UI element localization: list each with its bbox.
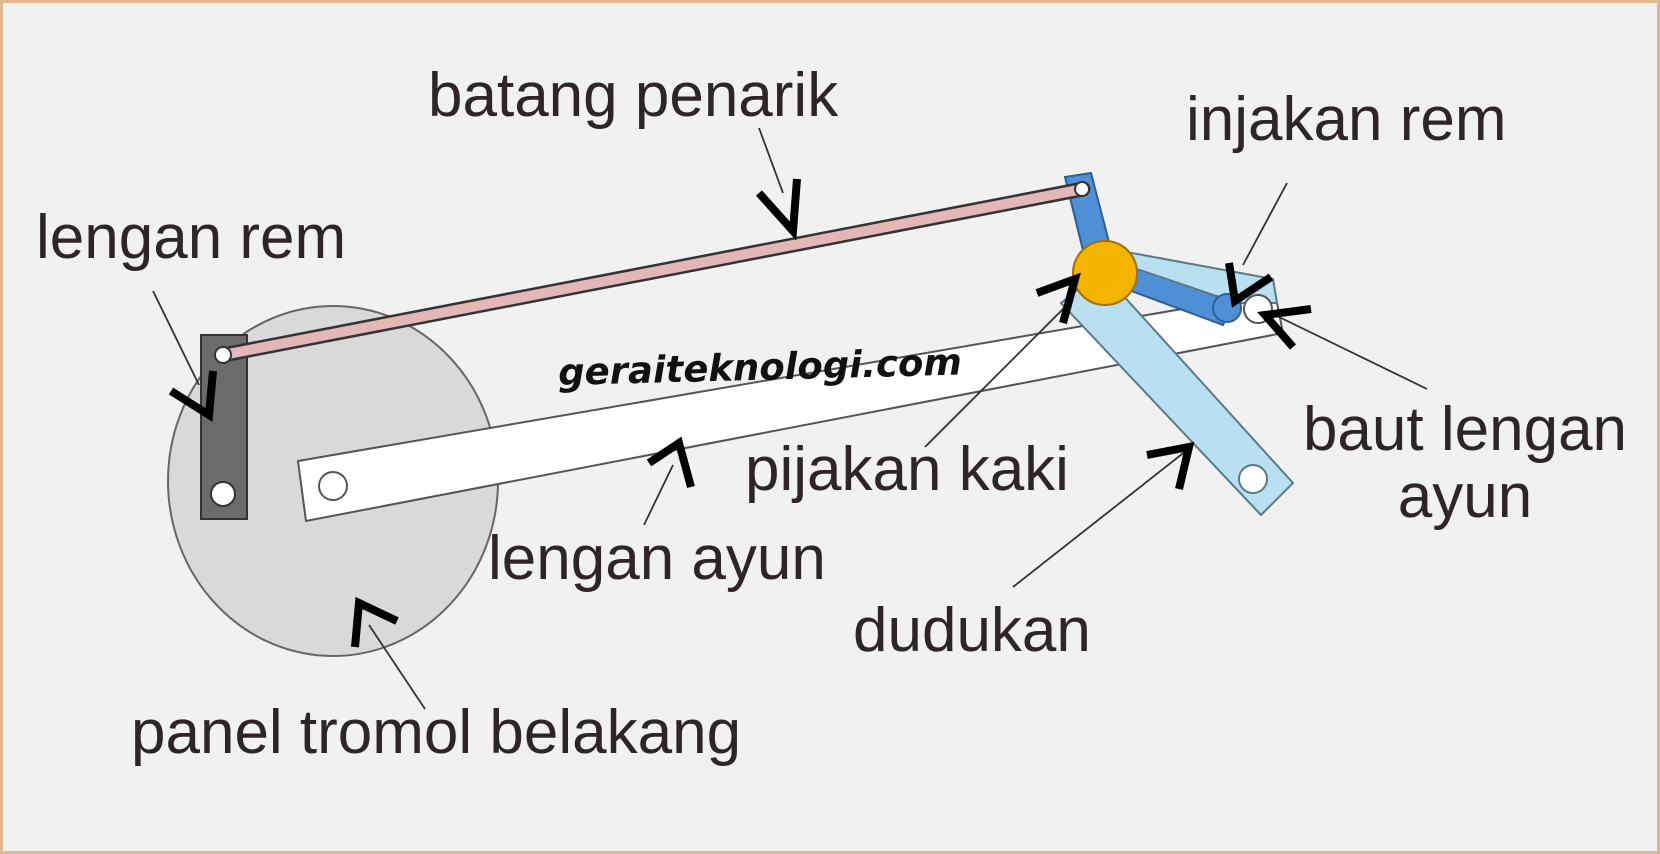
arrow-batang-penarik xyxy=(756,178,801,241)
pull-rod-end-left xyxy=(214,346,232,364)
arrow-lengan-rem xyxy=(168,370,217,422)
pull-rod-shape xyxy=(218,184,1088,360)
leader-batang-penarik xyxy=(758,127,784,194)
brake-arm-lower-hole xyxy=(210,481,236,507)
pivot-shape xyxy=(1072,240,1138,306)
arrow-baut-lengan-ayun xyxy=(1257,305,1312,350)
label-batang-penarik: batang penarik xyxy=(428,61,839,130)
label-injakan-rem: injakan rem xyxy=(1186,85,1506,154)
mount-hole xyxy=(1238,464,1268,494)
label-dudukan: dudukan xyxy=(853,596,1091,665)
leader-baut-lengan-ayun xyxy=(1274,314,1428,390)
label-baut-lengan-ayun-line1: baut lengan xyxy=(1303,395,1627,464)
label-lengan-ayun: lengan ayun xyxy=(488,524,826,593)
leader-lengan-ayun xyxy=(643,464,674,526)
arrow-dudukan xyxy=(1146,441,1195,490)
watermark-text: geraiteknologi.com xyxy=(558,341,963,395)
arrow-pijakan-kaki xyxy=(1035,272,1081,325)
label-lengan-rem: lengan rem xyxy=(36,203,346,272)
brake-linkage-diagram: batang penarik injakan rem lengan rem pi… xyxy=(36,61,1627,767)
arrow-injakan-rem xyxy=(1225,262,1274,308)
label-pijakan-kaki: pijakan kaki xyxy=(745,435,1069,504)
arrow-panel-tromol xyxy=(351,596,399,648)
label-panel-tromol-belakang: panel tromol belakang xyxy=(131,698,741,767)
leader-lengan-rem xyxy=(152,290,200,386)
leader-injakan-rem xyxy=(1242,182,1288,266)
pull-rod-end-right xyxy=(1074,181,1090,197)
label-baut-lengan-ayun-line2: ayun xyxy=(1398,462,1532,531)
leader-pijakan-kaki xyxy=(924,302,1070,448)
leader-panel-tromol xyxy=(368,624,426,710)
swing-arm-hole xyxy=(318,471,348,501)
arrow-lengan-ayun xyxy=(646,436,695,489)
leader-dudukan xyxy=(1012,446,1192,588)
